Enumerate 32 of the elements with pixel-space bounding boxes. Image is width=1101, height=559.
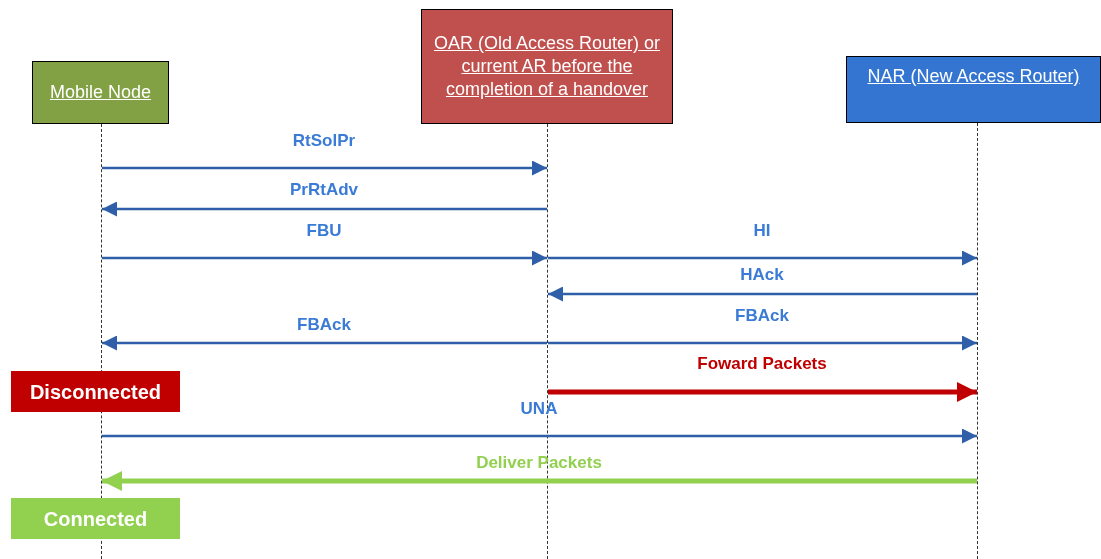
status-box <box>11 498 180 539</box>
message-arrow <box>102 250 547 266</box>
lifeline <box>977 123 978 559</box>
lifeline <box>547 124 548 559</box>
edge-label: Foward Packets <box>697 353 827 375</box>
message-arrow <box>548 335 977 351</box>
edge-label: FBAck <box>297 314 351 336</box>
edge-label: HAck <box>740 264 784 286</box>
participant-name: NAR (New Access Router) <box>867 65 1080 88</box>
participant-name: Mobile Node <box>49 81 152 104</box>
message-arrow <box>102 471 977 491</box>
edge-label: FBAck <box>735 305 789 327</box>
status-label: Disconnected <box>29 379 162 405</box>
status-box <box>11 371 180 412</box>
participant-box <box>421 9 673 124</box>
message-arrow <box>548 286 977 302</box>
message-arrow <box>548 382 977 402</box>
message-arrow <box>102 201 547 217</box>
message-arrow <box>548 250 977 266</box>
status-label: Connected <box>43 506 148 532</box>
participant-name: OAR (Old Access Router) or current AR before the completion of a handover <box>432 32 662 101</box>
message-arrow <box>102 428 977 444</box>
edge-label: FBU <box>306 220 342 242</box>
message-arrow <box>102 335 547 351</box>
edge-label: UNA <box>520 398 558 420</box>
edge-label: Deliver Packets <box>476 452 602 474</box>
edge-label: PrRtAdv <box>290 179 358 201</box>
participant-box <box>846 56 1101 123</box>
message-arrow <box>102 160 547 176</box>
edge-label: RtSolPr <box>292 130 356 152</box>
edge-label: HI <box>753 220 771 242</box>
participant-box <box>32 61 169 124</box>
